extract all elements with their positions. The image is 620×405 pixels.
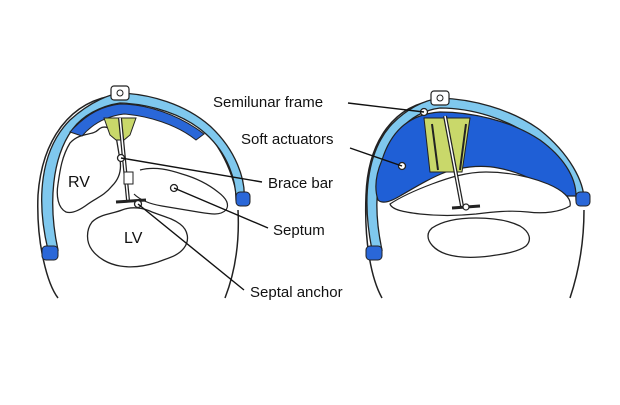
right-septal-anchor-dot	[462, 203, 470, 211]
leader-brace-bar	[120, 157, 263, 183]
callout-septum: Septum	[273, 222, 325, 239]
right-lv-cavity	[427, 217, 531, 258]
label-rv: RV	[68, 174, 90, 191]
left-lv-cavity	[86, 207, 189, 268]
callout-septal-anchor: Septal anchor	[250, 284, 343, 301]
left-anchor-clip	[123, 171, 134, 185]
right-brace-bar-rod-inner	[444, 115, 463, 207]
left-soft-actuator	[69, 103, 205, 141]
left-frame-clip-hole	[116, 89, 124, 97]
leader-septum	[173, 187, 269, 229]
right-heart-outline	[364, 99, 585, 299]
left-septal-anchor-bar	[115, 198, 147, 204]
label-lv: LV	[124, 230, 143, 247]
leader-soft-actuators	[349, 147, 403, 167]
right-rv-cavity	[389, 171, 571, 217]
left-heart-outline	[37, 94, 240, 299]
left-rv-cavity	[56, 126, 122, 214]
right-frame-endcap-right	[575, 191, 591, 207]
callout-leader-lines	[120, 102, 425, 291]
right-actuator-strut-2	[459, 123, 467, 171]
callout-semilunar-frame: Semilunar frame	[213, 94, 324, 111]
left-frame-endcap-left	[41, 245, 59, 261]
right-frame-endcap-left	[365, 245, 383, 261]
right-heart-panel	[364, 90, 591, 299]
callout-brace-bar: Brace bar	[268, 175, 334, 192]
callout-soft-actuators: Soft actuators	[241, 131, 334, 148]
left-frame-endcap-right	[235, 191, 251, 207]
right-actuator-strut-1	[431, 123, 439, 171]
left-heart-panel: RV LV	[37, 85, 251, 299]
leader-semilunar-frame	[347, 102, 425, 113]
right-frame-clip-hole	[436, 94, 444, 102]
leader-septal-anchor	[137, 203, 245, 291]
